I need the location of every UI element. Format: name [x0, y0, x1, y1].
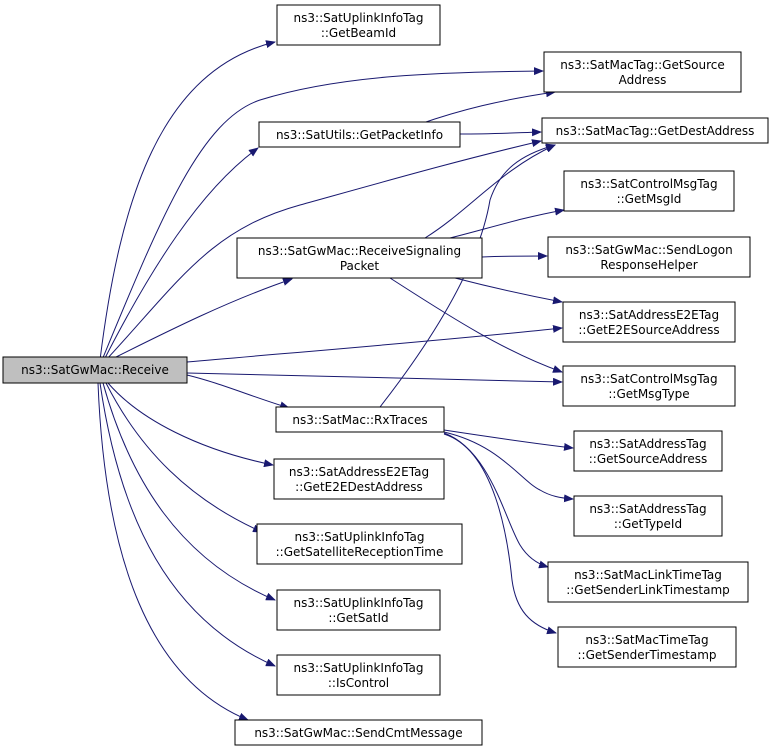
node-get-msg-type[interactable]: ns3::SatControlMsgTag ::GetMsgType: [562, 365, 736, 407]
node-get-dest-address[interactable]: ns3::SatMacTag::GetDestAddress: [541, 117, 769, 144]
edge-rx-traces-to-get-type-id: [443, 431, 574, 503]
edge-signaling-to-get-e2e-source-address: [454, 277, 563, 305]
node-addr-get-source-address[interactable]: ns3::SatAddressTag ::GetSourceAddress: [573, 430, 723, 472]
node-addr-get-source-address-line1: ns3::SatAddressTag: [589, 437, 706, 451]
node-get-e2e-dest-address-line1: ns3::SatAddressE2ETag: [289, 465, 429, 479]
node-get-sat-id-line2: ::GetSatId: [328, 611, 388, 625]
node-get-sender-link-timestamp-line1: ns3::SatMacLinkTimeTag: [574, 568, 722, 582]
node-get-sender-link-timestamp-line2: ::GetSenderLinkTimestamp: [566, 583, 730, 597]
node-receive-signaling-packet-line1: ns3::SatGwMac::ReceiveSignaling: [258, 244, 461, 258]
edge-rx-traces-to-addr-get-source-address: [443, 429, 574, 451]
node-get-satellite-reception-time-line2: ::GetSatelliteReceptionTime: [276, 545, 444, 559]
node-get-msg-id-line1: ns3::SatControlMsgTag: [580, 177, 717, 191]
edge-signaling-to-get-msg-id: [449, 207, 565, 239]
node-get-satellite-reception-time[interactable]: ns3::SatUplinkInfoTag ::GetSatelliteRece…: [256, 523, 463, 565]
node-receive-signaling-packet-line2: Packet: [340, 259, 380, 273]
node-get-e2e-dest-address-line2: ::GetE2EDestAddress: [295, 480, 423, 494]
edge-rx-traces-to-get-sender-timestamp: [443, 433, 557, 635]
node-get-type-id[interactable]: ns3::SatAddressTag ::GetTypeId: [573, 495, 723, 537]
node-get-e2e-dest-address[interactable]: ns3::SatAddressE2ETag ::GetE2EDestAddres…: [273, 458, 445, 500]
edge-receive-to-send-cmt-message: [97, 382, 249, 721]
node-get-sender-timestamp-line2: ::GetSenderTimestamp: [578, 648, 717, 662]
edge-packet-info-to-get-dest-address: [459, 128, 542, 137]
edge-signaling-to-get-dest-address: [424, 144, 556, 239]
edge-signaling-to-send-logon-response-helper: [481, 252, 548, 261]
node-get-msg-type-line1: ns3::SatControlMsgTag: [580, 372, 717, 386]
node-get-sat-id[interactable]: ns3::SatUplinkInfoTag ::GetSatId: [276, 589, 441, 631]
node-get-type-id-line2: ::GetTypeId: [614, 517, 682, 531]
edge-receive-to-get-packet-info: [103, 147, 259, 361]
node-get-beam-id-line1: ns3::SatUplinkInfoTag: [294, 11, 424, 25]
edge-receive-to-get-satellite-reception-time: [105, 382, 263, 533]
node-send-cmt-message[interactable]: ns3::SatGwMac::SendCmtMessage: [234, 719, 483, 746]
node-send-logon-response-helper-line1: ns3::SatGwMac::SendLogon: [565, 243, 732, 257]
node-get-satellite-reception-time-line1: ns3::SatUplinkInfoTag: [295, 530, 425, 544]
node-is-control-line2: ::IsControl: [328, 676, 389, 690]
edges: [97, 40, 574, 721]
node-get-sender-link-timestamp[interactable]: ns3::SatMacLinkTimeTag ::GetSenderLinkTi…: [547, 561, 749, 603]
node-send-logon-response-helper-line2: ResponseHelper: [600, 258, 697, 272]
node-get-type-id-line1: ns3::SatAddressTag: [589, 502, 706, 516]
node-rx-traces-label: ns3::SatMac::RxTraces: [292, 413, 427, 427]
node-receive[interactable]: ns3::SatGwMac::Receive: [2, 356, 188, 384]
node-get-sat-id-line1: ns3::SatUplinkInfoTag: [294, 596, 424, 610]
edge-receive-to-get-beam-id: [99, 40, 276, 361]
node-get-sender-timestamp[interactable]: ns3::SatMacTimeTag ::GetSenderTimestamp: [557, 626, 737, 668]
node-get-packet-info-label: ns3::SatUtils::GetPacketInfo: [276, 128, 443, 142]
edge-receive-to-rx-traces: [186, 374, 290, 410]
node-get-e2e-source-address-line2: ::GetE2ESourceAddress: [578, 323, 719, 337]
node-get-beam-id[interactable]: ns3::SatUplinkInfoTag ::GetBeamId: [276, 4, 441, 46]
node-get-source-address-line2: Address: [619, 73, 667, 87]
node-get-e2e-source-address[interactable]: ns3::SatAddressE2ETag ::GetE2ESourceAddr…: [562, 301, 736, 343]
edge-receive-to-get-msg-type: [186, 372, 563, 386]
edge-receive-to-get-e2e-dest-address: [107, 382, 274, 468]
node-get-msg-type-line2: ::GetMsgType: [608, 387, 689, 401]
node-receive-label: ns3::SatGwMac::Receive: [21, 363, 169, 377]
edge-receive-to-get-dest-address: [105, 139, 542, 361]
node-addr-get-source-address-line2: ::GetSourceAddress: [589, 452, 707, 466]
edge-packet-info-to-get-source-address: [419, 89, 556, 125]
node-get-dest-address-label: ns3::SatMacTag::GetDestAddress: [556, 124, 755, 138]
node-get-msg-id[interactable]: ns3::SatControlMsgTag ::GetMsgId: [563, 170, 735, 212]
node-get-sender-timestamp-line1: ns3::SatMacTimeTag: [585, 633, 708, 647]
edge-receive-to-get-e2e-source-address: [186, 324, 563, 363]
edge-receive-to-get-sat-id: [102, 382, 276, 601]
edge-receive-to-is-control: [99, 382, 276, 667]
node-get-source-address-line1: ns3::SatMacTag::GetSource: [560, 58, 725, 72]
node-get-source-address[interactable]: ns3::SatMacTag::GetSource Address: [543, 51, 742, 93]
node-is-control-line1: ns3::SatUplinkInfoTag: [294, 661, 424, 675]
node-get-msg-id-line2: ::GetMsgId: [617, 192, 682, 206]
edge-receive-to-receive-signaling-packet: [109, 278, 293, 361]
edge-rx-traces-to-get-dest-address: [379, 143, 556, 408]
node-get-beam-id-line2: ::GetBeamId: [321, 26, 396, 40]
edge-receive-to-get-source-address: [101, 67, 544, 361]
node-get-e2e-source-address-line1: ns3::SatAddressE2ETag: [579, 308, 719, 322]
node-rx-traces[interactable]: ns3::SatMac::RxTraces: [275, 406, 445, 433]
node-get-packet-info[interactable]: ns3::SatUtils::GetPacketInfo: [258, 121, 461, 148]
node-send-logon-response-helper[interactable]: ns3::SatGwMac::SendLogon ResponseHelper: [547, 236, 751, 278]
node-send-cmt-message-label: ns3::SatGwMac::SendCmtMessage: [254, 726, 462, 740]
node-receive-signaling-packet[interactable]: ns3::SatGwMac::ReceiveSignaling Packet: [236, 237, 483, 279]
nodes: ns3::SatGwMac::Receive ns3::SatUplinkInf…: [2, 4, 769, 746]
node-is-control[interactable]: ns3::SatUplinkInfoTag ::IsControl: [276, 654, 441, 696]
edge-signaling-to-get-msg-type: [389, 277, 563, 373]
